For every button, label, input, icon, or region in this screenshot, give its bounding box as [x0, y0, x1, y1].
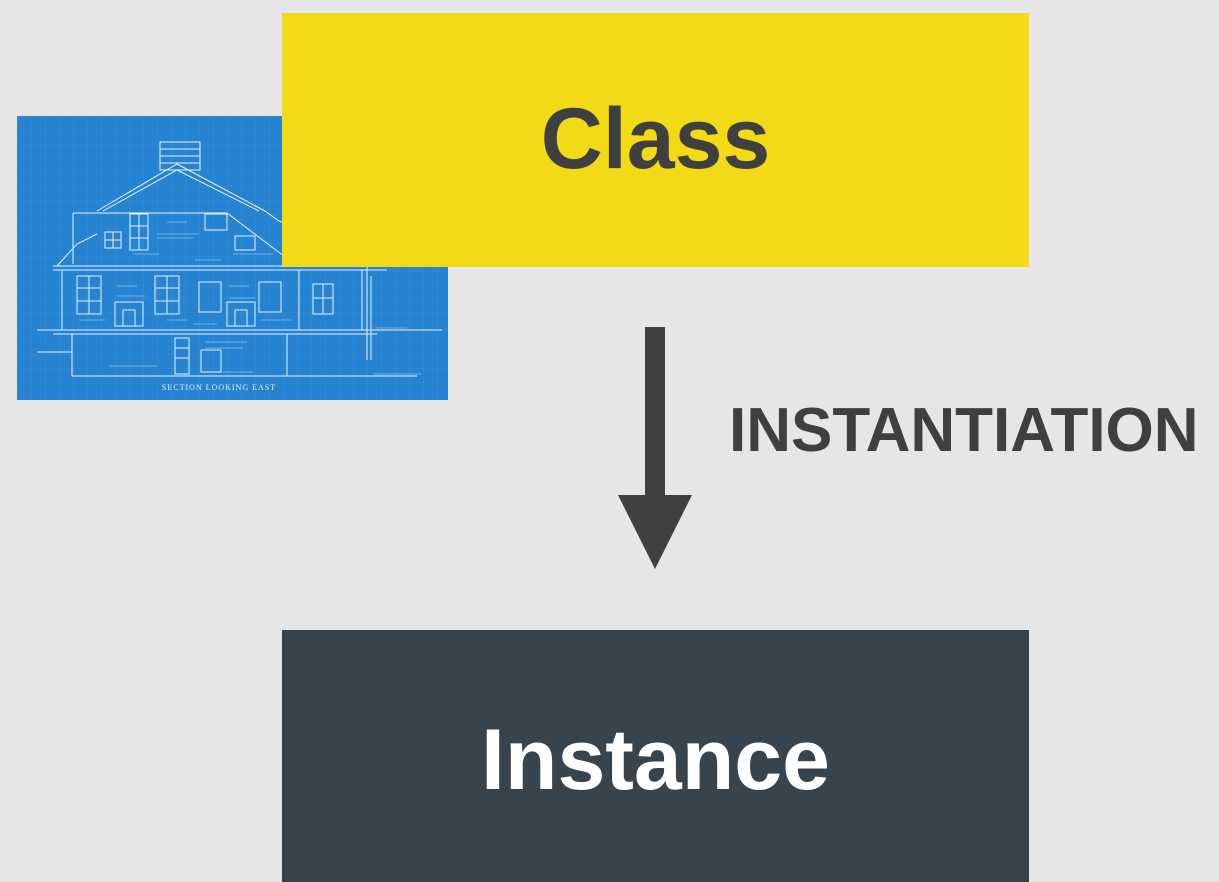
blueprint-caption: SECTION LOOKING EAST	[162, 383, 276, 392]
instantiation-label: INSTANTIATION	[729, 396, 1199, 465]
instance-label: Instance	[481, 711, 830, 808]
class-label: Class	[540, 90, 771, 187]
instance-node: Instance	[282, 630, 1029, 882]
arrow-down-icon	[618, 327, 692, 569]
class-node: Class	[282, 13, 1029, 267]
